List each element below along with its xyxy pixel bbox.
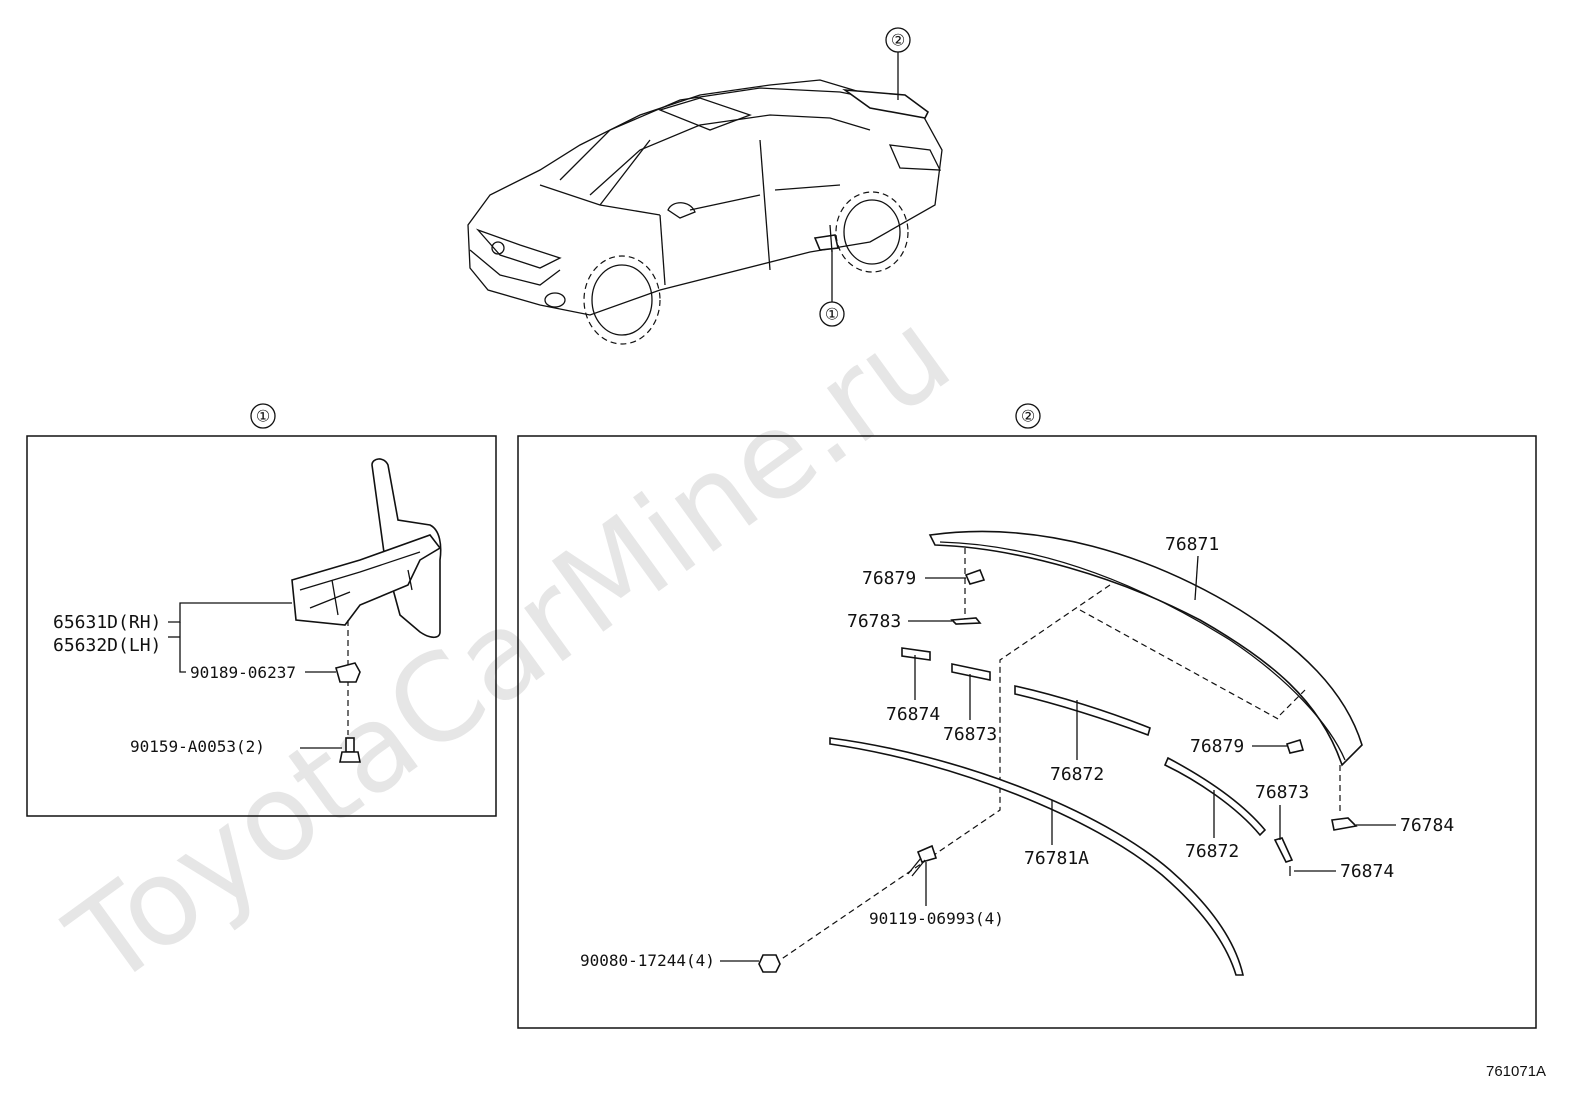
svg-text:②: ② <box>891 31 905 50</box>
label-76873-b: 76873 <box>1255 782 1309 803</box>
svg-text:①: ① <box>825 305 839 324</box>
callout-2-car: ② <box>885 27 911 100</box>
bolt-part <box>907 844 938 877</box>
label-65632d: 65632D(LH) <box>53 635 161 656</box>
label-76874-b: 76874 <box>1340 861 1394 882</box>
label-90119: 90119-06993(4) <box>869 909 1004 928</box>
clip-76879-a <box>964 568 986 585</box>
screw-part <box>339 737 361 763</box>
label-76879-b: 76879 <box>1190 736 1244 757</box>
label-76871: 76871 <box>1165 534 1219 555</box>
panel-2-frame <box>517 435 1537 1029</box>
seal-76873-a <box>951 663 991 681</box>
label-76784: 76784 <box>1400 815 1454 836</box>
car-illustration <box>467 79 943 345</box>
label-76879-a: 76879 <box>862 568 916 589</box>
label-76873-a: 76873 <box>943 724 997 745</box>
svg-text:②: ② <box>1021 407 1035 426</box>
clip-76879-b <box>1285 738 1305 754</box>
label-76874-a: 76874 <box>886 704 940 725</box>
label-65631d: 65631D(RH) <box>53 612 161 633</box>
label-76872-a: 76872 <box>1050 764 1104 785</box>
strip-76872-b <box>1163 756 1267 837</box>
svg-text:①: ① <box>256 407 270 426</box>
panel2-dashlines <box>779 548 1341 961</box>
panel-1-frame <box>26 435 497 817</box>
panel-1-header: ① <box>250 403 276 429</box>
label-76872-b: 76872 <box>1185 841 1239 862</box>
nut-part <box>758 954 781 973</box>
clip-part <box>335 662 361 683</box>
diagram-id: 761071A <box>1486 1063 1546 1080</box>
rear-spoiler-part <box>928 530 1363 767</box>
label-90189: 90189-06237 <box>190 663 296 682</box>
seal-76873-b <box>1273 837 1294 863</box>
callout-1-car: ① <box>819 250 845 327</box>
panel-2-header: ② <box>1015 403 1041 429</box>
mudguard-part <box>291 458 442 639</box>
pad-76784 <box>1331 817 1358 831</box>
molding-76781a <box>829 737 1245 976</box>
label-76783: 76783 <box>847 611 901 632</box>
label-90159: 90159-A0053(2) <box>130 737 265 756</box>
strip-76872-a <box>1014 685 1151 737</box>
watermark: ToyotaCarMine.ru <box>45 285 976 1014</box>
pad-76783 <box>950 617 982 625</box>
label-76781a: 76781A <box>1024 848 1089 869</box>
seal-76874-a <box>901 647 931 661</box>
label-90080: 90080-17244(4) <box>580 951 715 970</box>
